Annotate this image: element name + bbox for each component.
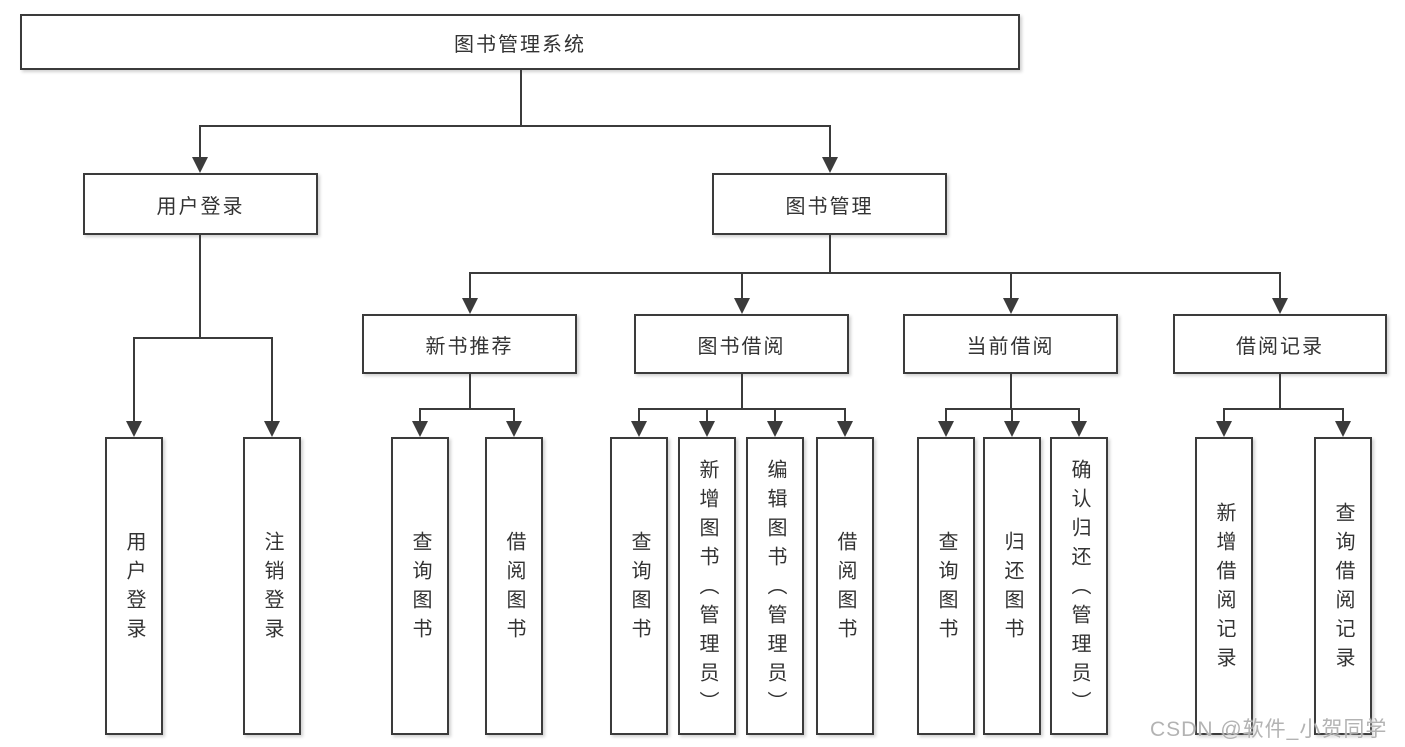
connector-line [469, 272, 1281, 274]
connector-line [1010, 272, 1012, 300]
connector-line [469, 272, 471, 300]
connector-line [1010, 374, 1012, 408]
arrowhead [631, 421, 647, 437]
node-book-management: 图书管理 [712, 173, 947, 235]
arrowhead [1216, 421, 1232, 437]
connector-line [419, 408, 421, 423]
connector-line [133, 337, 273, 339]
arrowhead [192, 157, 208, 173]
connector-line [1223, 408, 1225, 423]
connector-line [199, 235, 201, 338]
arrowhead [1272, 298, 1288, 314]
leaf-query-books: 查询图书 [917, 437, 975, 735]
connector-line [199, 125, 201, 161]
arrowhead [699, 421, 715, 437]
connector-line [520, 70, 522, 125]
leaf-borrow-books: 借阅图书 [816, 437, 874, 735]
arrowhead [126, 421, 142, 437]
arrowhead [412, 421, 428, 437]
leaf-logout: 注销登录 [243, 437, 301, 735]
csdn-watermark: CSDN @软件_小贺同学 [1150, 718, 1388, 741]
connector-line [638, 408, 640, 423]
leaf-query-borrow-record: 查询借阅记录 [1314, 437, 1372, 735]
leaf-borrow-books: 借阅图书 [485, 437, 543, 735]
arrowhead [1004, 421, 1020, 437]
leaf-confirm-return-admin: 确认归还（管理员） [1050, 437, 1108, 735]
connector-line [844, 408, 846, 423]
connector-line [1223, 408, 1344, 410]
leaf-add-borrow-record: 新增借阅记录 [1195, 437, 1253, 735]
leaf-add-books-admin: 新增图书（管理员） [678, 437, 736, 735]
node-user-login: 用户登录 [83, 173, 318, 235]
connector-line [469, 374, 471, 408]
connector-line [741, 374, 743, 408]
node-new-book-recommend: 新书推荐 [362, 314, 577, 374]
node-library-management-system: 图书管理系统 [20, 14, 1020, 70]
connector-line [1078, 408, 1080, 423]
arrowhead [1003, 298, 1019, 314]
arrowhead [264, 421, 280, 437]
connector-line [513, 408, 515, 423]
connector-line [945, 408, 947, 423]
arrowhead [462, 298, 478, 314]
leaf-edit-books-admin: 编辑图书（管理员） [746, 437, 804, 735]
leaf-return-books: 归还图书 [983, 437, 1041, 735]
connector-line [1279, 374, 1281, 408]
connector-line [829, 235, 831, 272]
arrowhead [938, 421, 954, 437]
arrowhead [734, 298, 750, 314]
node-borrow-record: 借阅记录 [1173, 314, 1387, 374]
arrowhead [506, 421, 522, 437]
connector-line [1342, 408, 1344, 423]
leaf-user-login: 用户登录 [105, 437, 163, 735]
connector-line [638, 408, 846, 410]
arrowhead [837, 421, 853, 437]
arrowhead [767, 421, 783, 437]
connector-line [1011, 408, 1013, 423]
leaf-query-books: 查询图书 [610, 437, 668, 735]
leaf-query-books: 查询图书 [391, 437, 449, 735]
connector-line [199, 125, 831, 127]
connector-line [133, 337, 135, 423]
arrowhead [1071, 421, 1087, 437]
connector-line [774, 408, 776, 423]
arrowhead [822, 157, 838, 173]
node-current-borrow: 当前借阅 [903, 314, 1118, 374]
connector-line [419, 408, 515, 410]
connector-line [1279, 272, 1281, 300]
node-book-borrow: 图书借阅 [634, 314, 849, 374]
connector-line [741, 272, 743, 300]
connector-line [706, 408, 708, 423]
connector-line [271, 337, 273, 423]
connector-line [829, 125, 831, 161]
arrowhead [1335, 421, 1351, 437]
